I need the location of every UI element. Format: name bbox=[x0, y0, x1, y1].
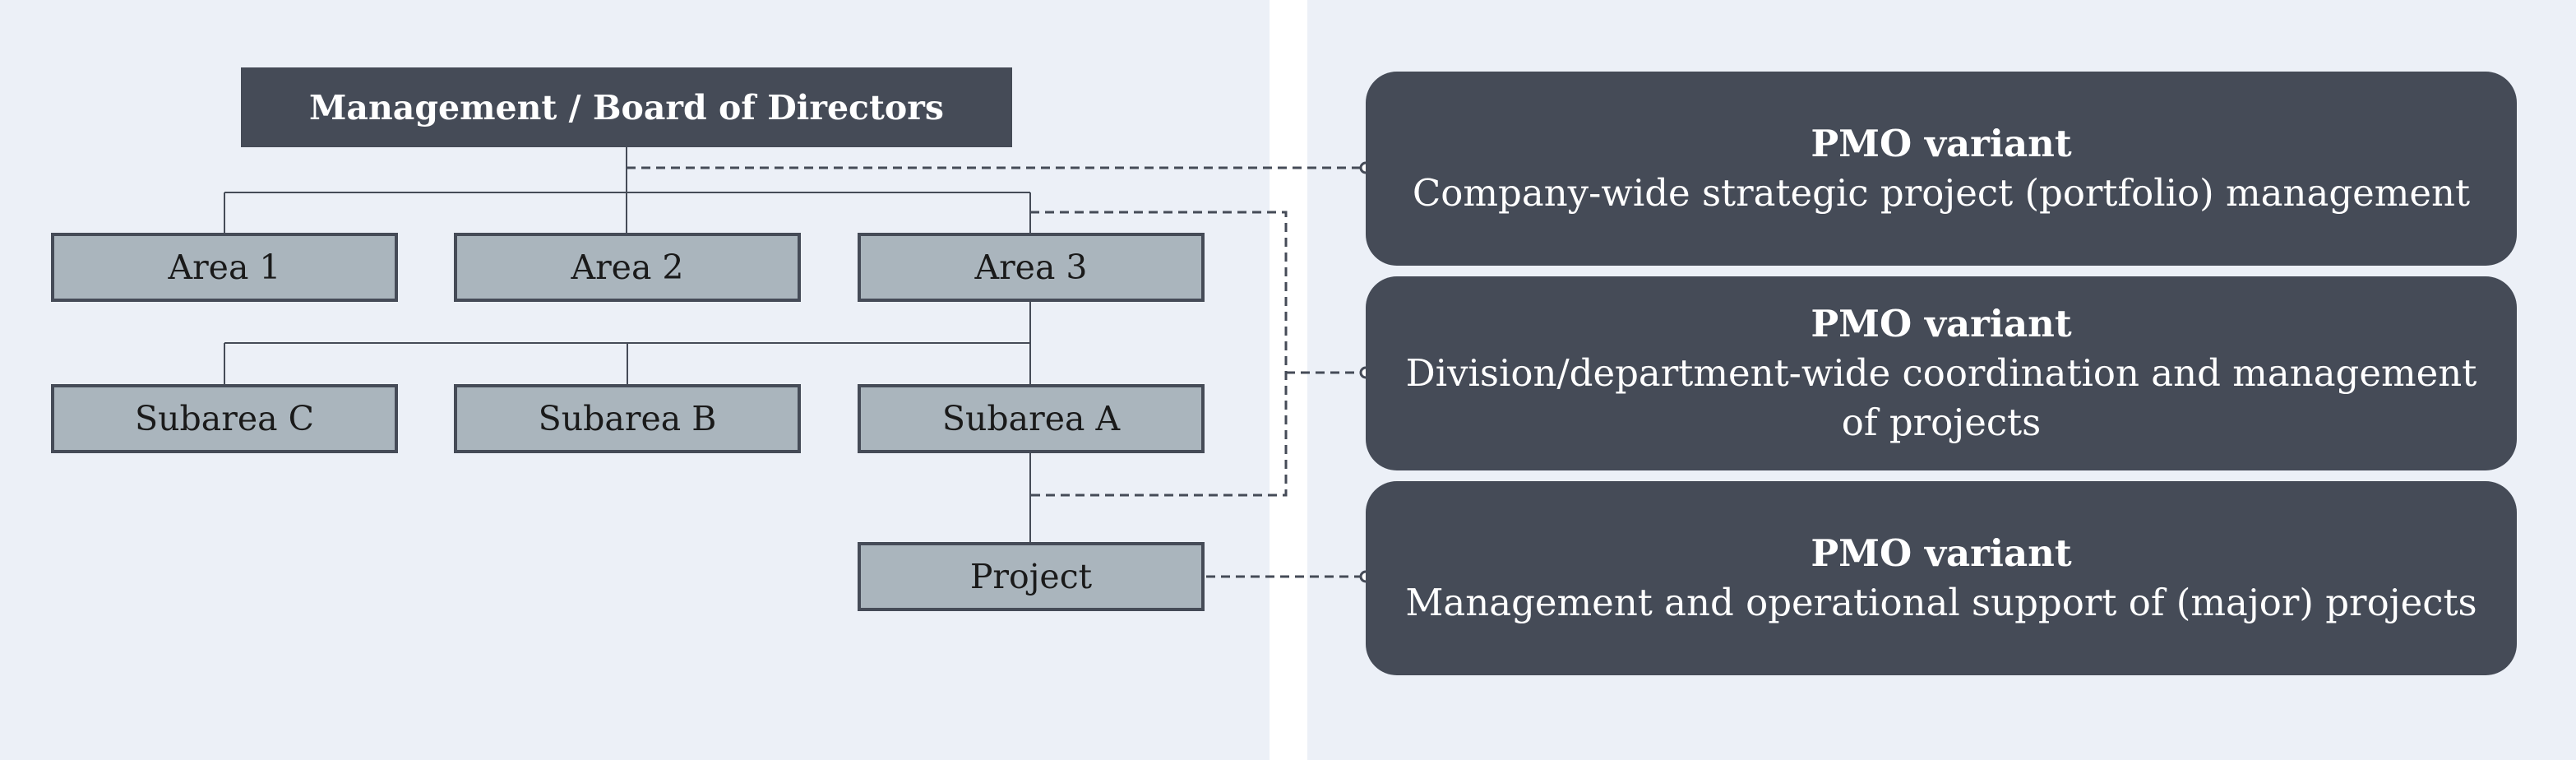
pmo-variant-card-project: PMO variant Management and operational s… bbox=[1366, 481, 2517, 675]
pmo-variant-description: Company-wide strategic project (portfoli… bbox=[1412, 171, 2471, 215]
subarea-c-box: Subarea C bbox=[51, 384, 398, 453]
subarea-a-box: Subarea A bbox=[858, 384, 1205, 453]
pmo-variant-title: PMO variant bbox=[1811, 122, 2072, 165]
area-3-box: Area 3 bbox=[858, 233, 1205, 302]
pmo-2-connector bbox=[1030, 211, 1366, 497]
pmo-variant-description: Division/department-wide coordination an… bbox=[1405, 351, 2477, 444]
area-1-box: Area 1 bbox=[51, 233, 398, 302]
pmo-variant-card-division: PMO variant Division/department-wide coo… bbox=[1366, 276, 2517, 470]
area-2-box: Area 2 bbox=[454, 233, 801, 302]
project-box: Project bbox=[858, 542, 1205, 611]
pmo-variant-card-strategic: PMO variant Company-wide strategic proje… bbox=[1366, 72, 2517, 266]
board-of-directors-box: Management / Board of Directors bbox=[241, 67, 1012, 147]
pmo-variant-description: Management and operational support of (m… bbox=[1405, 581, 2477, 624]
pmo-variant-title: PMO variant bbox=[1811, 531, 2072, 575]
pmo-variant-title: PMO variant bbox=[1811, 302, 2072, 345]
subarea-b-box: Subarea B bbox=[454, 384, 801, 453]
